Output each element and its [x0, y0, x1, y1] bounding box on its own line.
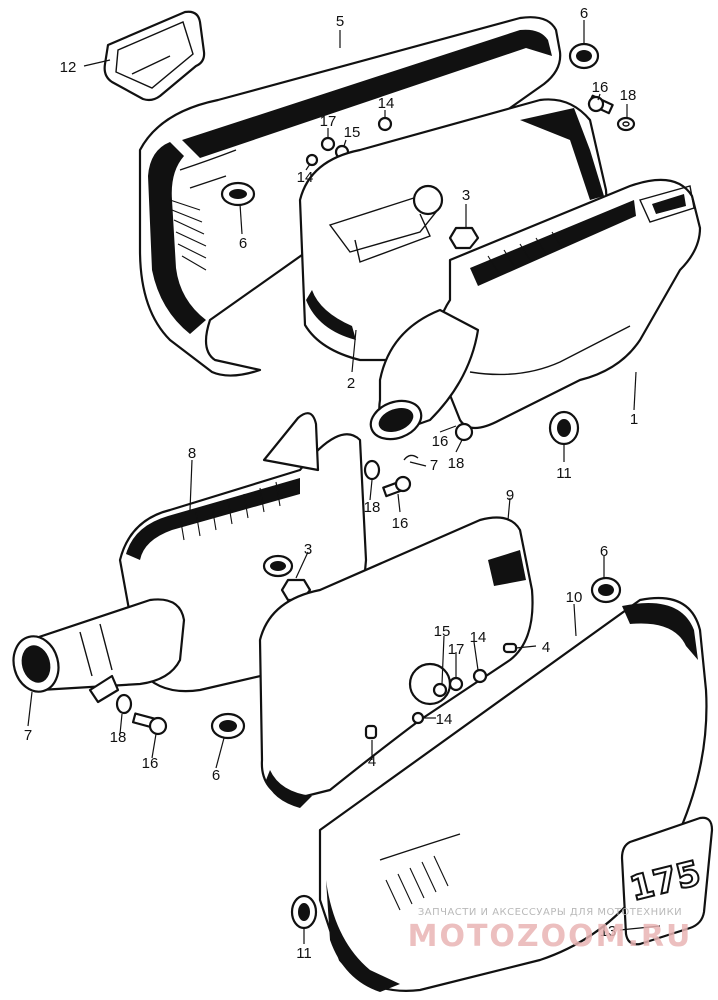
callout-6: 6 [212, 767, 220, 784]
callout-18: 18 [110, 729, 127, 746]
callout-18: 18 [448, 455, 465, 472]
part-16-bolt-mid [382, 475, 412, 498]
callout-17: 17 [320, 113, 337, 130]
watermark-brand: MOTOZOOM.RU [408, 919, 693, 954]
part-6-grommet-left [220, 181, 256, 207]
part-3-nut-upper [448, 226, 480, 250]
callout-labels: 5 12 6 6 16 18 14 17 15 14 3 2 1 16 18 7… [24, 5, 638, 962]
callout-7: 7 [430, 457, 438, 474]
watermark-tagline: ЗАПЧАСТИ И АКСЕССУАРЫ ДЛЯ МОТОТЕХНИКИ [418, 907, 682, 918]
leader-lines [27, 20, 661, 944]
part-1-intake-tube [369, 308, 480, 441]
part-7-intake-tube-lower [12, 598, 186, 704]
part-18-washer-lower [115, 693, 133, 715]
callout-18: 18 [620, 87, 637, 104]
part-6-grommet-lower-right [590, 576, 622, 604]
callout-11: 11 [556, 465, 572, 482]
part-18-washer-mid [363, 459, 381, 481]
callout-10: 10 [566, 589, 583, 606]
callout-14: 14 [470, 629, 487, 646]
watermark: ЗАПЧАСТИ И АКСЕССУАРЫ ДЛЯ МОТОТЕХНИКИ MO… [408, 907, 693, 954]
callout-6: 6 [239, 235, 247, 252]
callout-4: 4 [542, 639, 550, 656]
callout-9: 9 [506, 487, 514, 504]
part-4-peg-left [364, 724, 378, 740]
callout-16: 16 [142, 755, 159, 772]
callout-8: 8 [188, 445, 196, 462]
callout-6: 6 [580, 5, 588, 22]
callout-6: 6 [600, 543, 608, 560]
callout-16: 16 [392, 515, 409, 532]
callout-16: 16 [432, 433, 449, 450]
part-11-grommet-upper [548, 410, 580, 446]
callout-5: 5 [336, 13, 344, 30]
callout-13: 13 [600, 923, 617, 940]
callout-14: 14 [297, 169, 314, 186]
callout-12: 12 [60, 59, 77, 76]
part-16-bolt-top [587, 94, 614, 115]
part-1-air-cleaner-case-right [435, 178, 702, 442]
part-7-clip-mid [403, 454, 419, 461]
part-14-15-17-fasteners-lower [411, 668, 488, 725]
callout-2: 2 [347, 375, 355, 392]
callout-3: 3 [304, 541, 312, 558]
part-18-washer-top [616, 116, 636, 132]
callout-15: 15 [434, 623, 451, 640]
part-13-badge: 175 [620, 816, 714, 946]
part-11-grommet-bottom [290, 894, 318, 930]
callout-17: 17 [448, 641, 465, 658]
callout-3: 3 [462, 187, 470, 204]
part-6-grommet-lower-left [210, 712, 246, 740]
part-4-peg-right [502, 642, 518, 654]
callout-14: 14 [378, 95, 395, 112]
part-16-bolt-lower [131, 712, 168, 736]
callout-4: 4 [368, 753, 376, 770]
callout-18: 18 [364, 499, 381, 516]
callout-1: 1 [630, 411, 638, 428]
callout-15: 15 [344, 124, 361, 141]
part-6-grommet-top [568, 42, 600, 70]
callout-14: 14 [436, 711, 453, 728]
callout-7: 7 [24, 727, 32, 744]
callout-16: 16 [592, 79, 609, 96]
callout-11: 11 [296, 945, 312, 962]
part-12-plate [103, 10, 206, 102]
